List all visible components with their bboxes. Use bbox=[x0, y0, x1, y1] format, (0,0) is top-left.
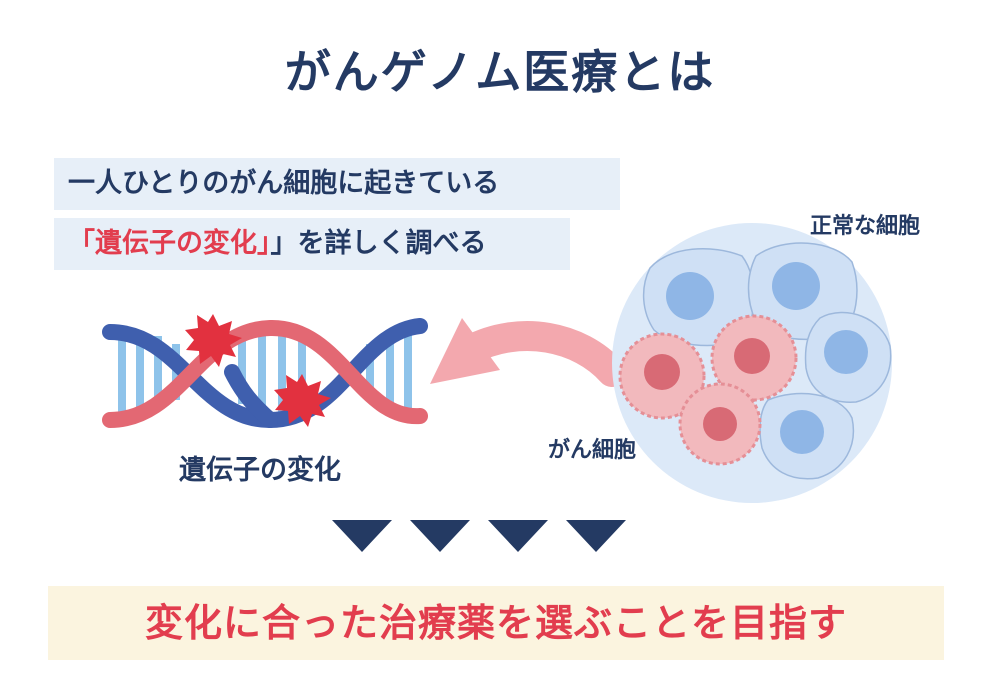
lead-line-1: 一人ひとりのがん細胞に起きている bbox=[54, 158, 620, 210]
lead-line-2: 「遺伝子の変化」」を詳しく調べる bbox=[54, 218, 570, 270]
cancer-cell bbox=[710, 314, 798, 402]
cancer-cell-label: がん細胞 bbox=[548, 438, 637, 463]
page-title: がんゲノム医療とは bbox=[284, 45, 716, 99]
down-triangle-icon bbox=[410, 520, 470, 552]
cell-cluster bbox=[612, 223, 892, 503]
normal-cell-label: 正常な細胞 bbox=[810, 214, 921, 239]
mutation-burst-icon bbox=[274, 374, 331, 427]
conclusion-banner: 変化に合った治療薬を選ぶことを目指す bbox=[48, 586, 944, 660]
lead-bracket-close: 」 bbox=[257, 228, 271, 259]
lead-bracket-open: 「 bbox=[68, 228, 95, 259]
lead-highlight: 遺伝子の変化 bbox=[95, 228, 257, 259]
lead-line-1-text: 一人ひとりのがん細胞に起きている bbox=[68, 168, 500, 199]
curved-arrow-icon bbox=[430, 318, 627, 387]
down-triangle-icon bbox=[566, 520, 626, 552]
normal-cell bbox=[759, 392, 855, 480]
normal-cell bbox=[804, 311, 892, 403]
down-triangle-icon bbox=[488, 520, 548, 552]
lead-line-2-text: 」を詳しく調べる bbox=[270, 228, 487, 259]
normal-cell bbox=[642, 248, 755, 347]
cancer-cell bbox=[678, 382, 762, 466]
down-triangle-icon bbox=[332, 520, 392, 552]
dna-label: 遺伝子の変化 bbox=[179, 455, 341, 486]
cancer-cell bbox=[618, 332, 706, 420]
mutation-burst-icon bbox=[185, 314, 242, 367]
conclusion-text: 変化に合った治療薬を選ぶことを目指す bbox=[144, 601, 847, 645]
dna-icon bbox=[102, 318, 428, 429]
